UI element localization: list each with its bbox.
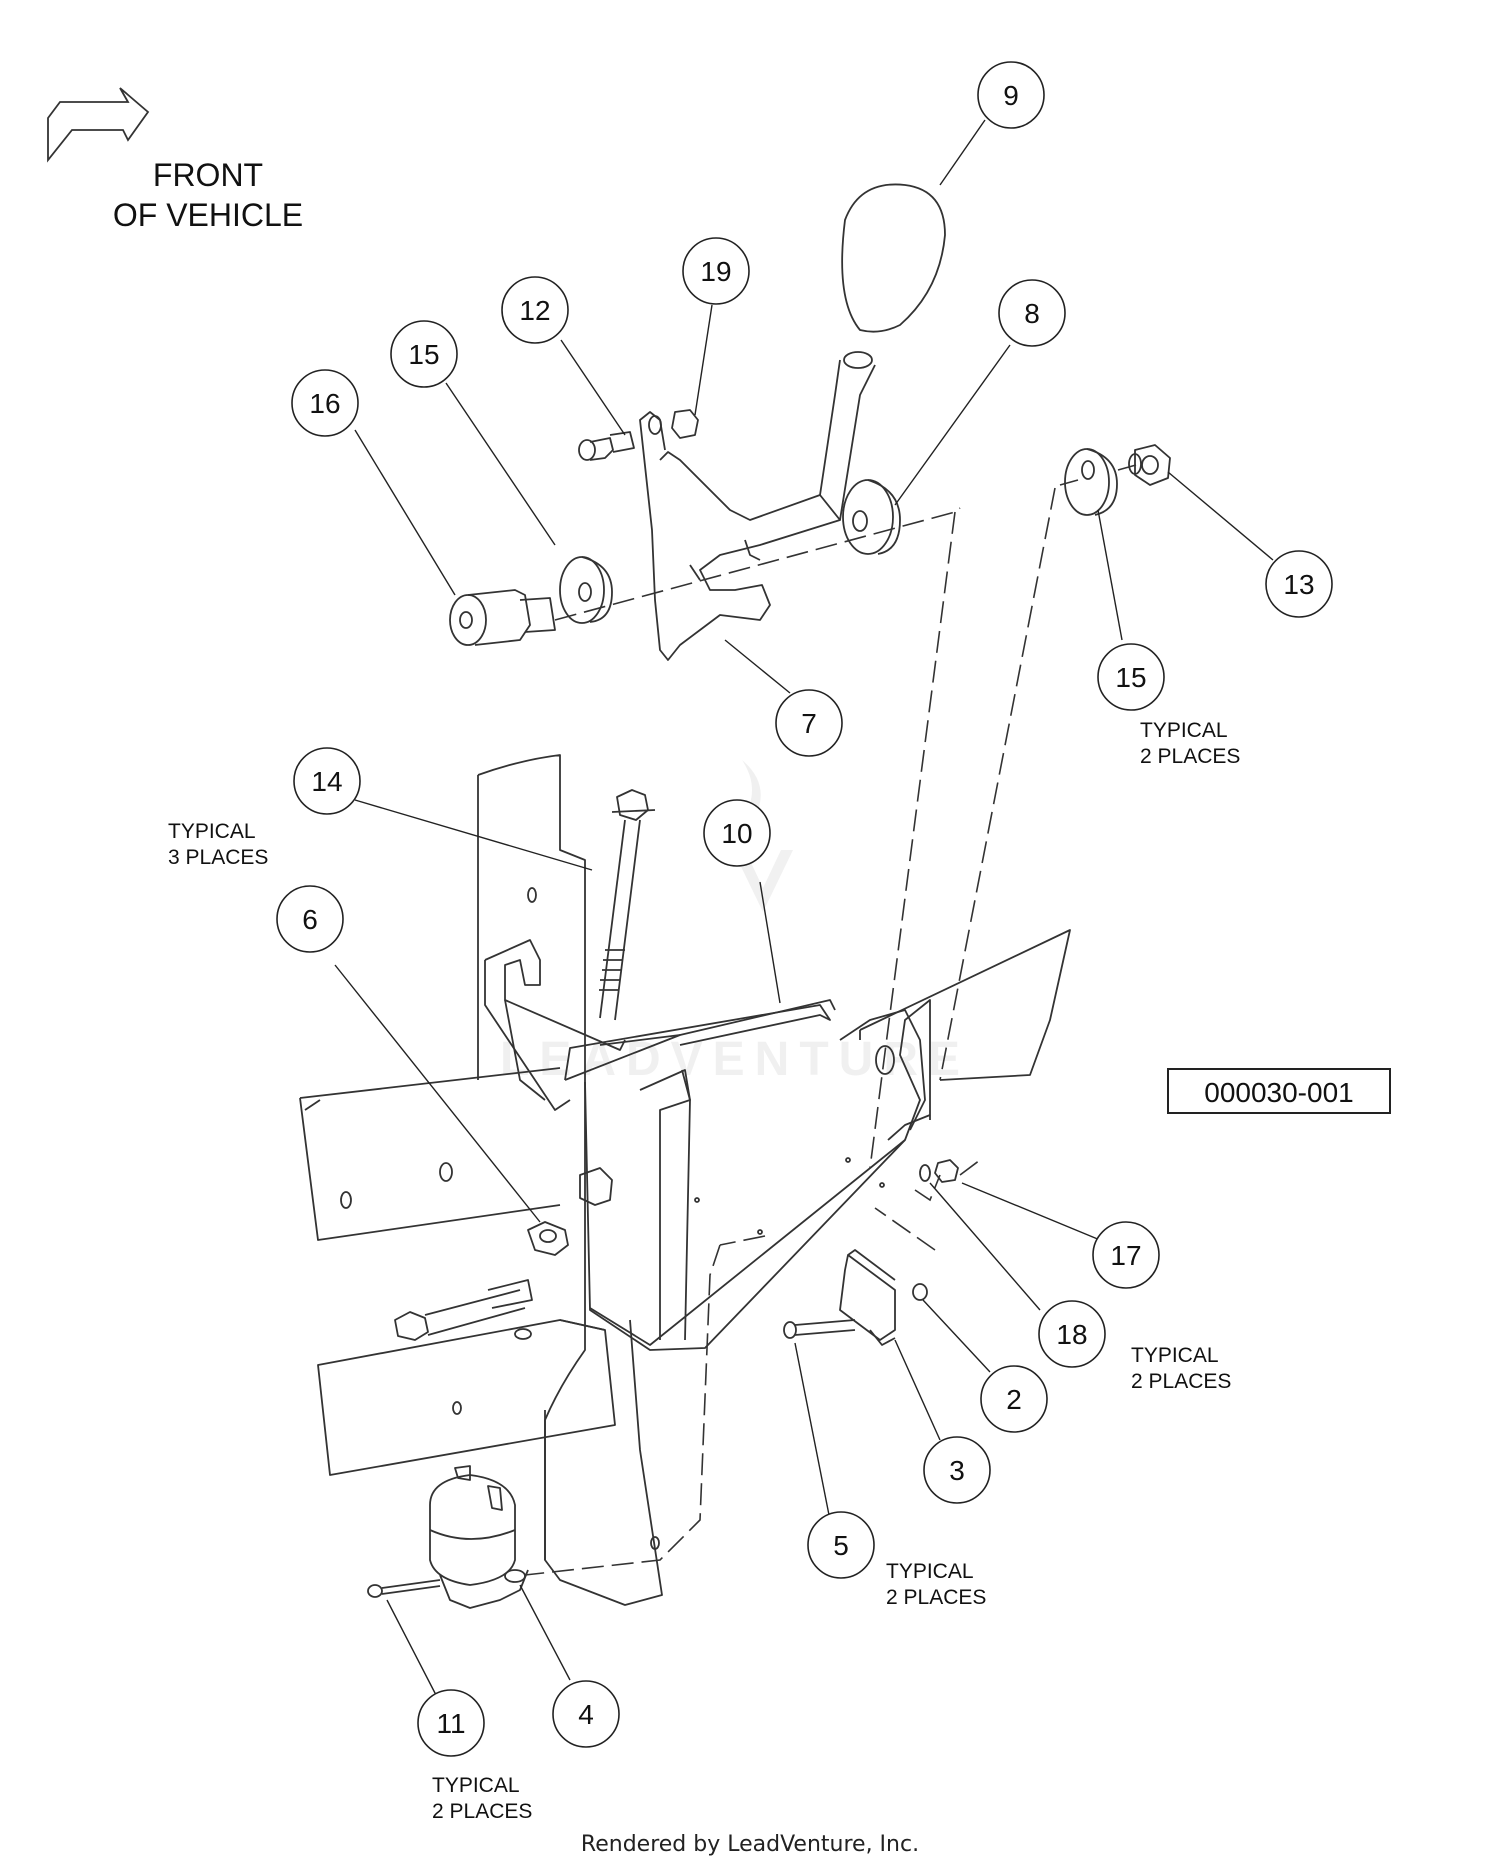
callout-15b-circle xyxy=(1097,643,1165,711)
callout-11-circle xyxy=(417,1689,485,1757)
note-5-line1: TYPICAL xyxy=(886,1560,974,1583)
callout-5: 5 xyxy=(833,1530,849,1561)
callout-2: 2 xyxy=(1006,1384,1022,1415)
callout-19: 19 xyxy=(700,256,731,287)
leader-lines xyxy=(334,119,1274,1696)
callout-9-circle xyxy=(977,61,1045,129)
callout-3: 3 xyxy=(949,1455,965,1486)
washer-15-left xyxy=(559,556,613,624)
callout-15a-circle xyxy=(390,320,458,388)
nut-6 xyxy=(527,1167,613,1256)
nut-19 xyxy=(671,409,699,439)
notes: TYPICAL 2 PLACES TYPICAL 3 PLACES TYPICA… xyxy=(168,719,1240,1823)
nut-17 xyxy=(934,1159,959,1183)
callout-2-circle xyxy=(980,1365,1048,1433)
frame-plate xyxy=(299,754,1071,1606)
callout-13: 13 xyxy=(1283,569,1314,600)
callout-10: 10 xyxy=(721,818,752,849)
screw-5 xyxy=(783,1319,856,1339)
shift-lever xyxy=(639,411,841,661)
note-15-line1: TYPICAL xyxy=(1140,719,1228,742)
switch-3 xyxy=(839,1249,896,1346)
note-17-line2: 2 PLACES xyxy=(1131,1370,1231,1393)
washer-8 xyxy=(842,479,901,555)
drawing-number-box: 000030-001 xyxy=(1167,1068,1391,1114)
screw-11 xyxy=(367,1579,441,1598)
shoulder-bolt-16 xyxy=(449,589,556,646)
note-15-line2: 2 PLACES xyxy=(1140,745,1240,768)
callout-18: 18 xyxy=(1056,1319,1087,1350)
front-label-line1: FRONT xyxy=(153,157,263,193)
callout-4: 4 xyxy=(578,1699,594,1730)
callout-6-circle xyxy=(276,885,344,953)
callout-9: 9 xyxy=(1003,80,1019,111)
bolt-lower xyxy=(394,1279,533,1341)
bolt-14 xyxy=(599,789,656,1021)
ball-stud-12 xyxy=(578,431,635,461)
callout-12-circle xyxy=(501,276,569,344)
shift-bracket xyxy=(484,939,931,1351)
callout-6: 6 xyxy=(302,904,318,935)
callout-labels: 9 19 12 8 15 16 13 15 7 14 10 6 17 18 2 … xyxy=(302,80,1314,1739)
callout-7-circle xyxy=(775,689,843,757)
note-14-line1: TYPICAL xyxy=(168,820,256,843)
note-14-line2: 3 PLACES xyxy=(168,846,268,869)
front-arrow-icon xyxy=(47,87,150,163)
callout-8: 8 xyxy=(1024,298,1040,329)
callouts xyxy=(276,61,1333,1757)
assembly-lines xyxy=(524,464,1137,1576)
lock-nut-13 xyxy=(1128,444,1171,486)
washer-15-right xyxy=(1064,448,1118,516)
buzzer-4 xyxy=(429,1465,529,1609)
nut-2 xyxy=(912,1283,928,1301)
note-5-line2: 2 PLACES xyxy=(886,1586,986,1609)
note-11-line1: TYPICAL xyxy=(432,1774,520,1797)
callout-18-circle xyxy=(1038,1300,1106,1368)
callout-11: 11 xyxy=(436,1708,465,1739)
callout-17: 17 xyxy=(1110,1240,1141,1271)
callout-12: 12 xyxy=(519,295,550,326)
callout-3-circle xyxy=(923,1436,991,1504)
callout-8-circle xyxy=(998,279,1066,347)
drawing-number: 000030-001 xyxy=(1204,1077,1353,1108)
callout-14: 14 xyxy=(311,766,342,797)
callout-19-circle xyxy=(682,237,750,305)
callout-16: 16 xyxy=(309,388,340,419)
callout-15b: 15 xyxy=(1115,662,1146,693)
washer-18 xyxy=(919,1164,931,1182)
shift-handle xyxy=(819,351,876,521)
callout-13-circle xyxy=(1265,550,1333,618)
note-17-line1: TYPICAL xyxy=(1131,1344,1219,1367)
callout-14-circle xyxy=(293,747,361,815)
front-label-line2: OF VEHICLE xyxy=(113,197,303,233)
callout-7: 7 xyxy=(801,708,817,739)
note-11-line2: 2 PLACES xyxy=(432,1800,532,1823)
knob xyxy=(841,183,946,333)
callout-5-circle xyxy=(807,1511,875,1579)
callout-16-circle xyxy=(291,369,359,437)
callout-4-circle xyxy=(552,1680,620,1748)
footer-credit: Rendered by LeadVenture, Inc. xyxy=(580,1832,920,1857)
callout-10-circle xyxy=(703,799,771,867)
callout-15a: 15 xyxy=(408,339,439,370)
callout-17-circle xyxy=(1092,1221,1160,1289)
